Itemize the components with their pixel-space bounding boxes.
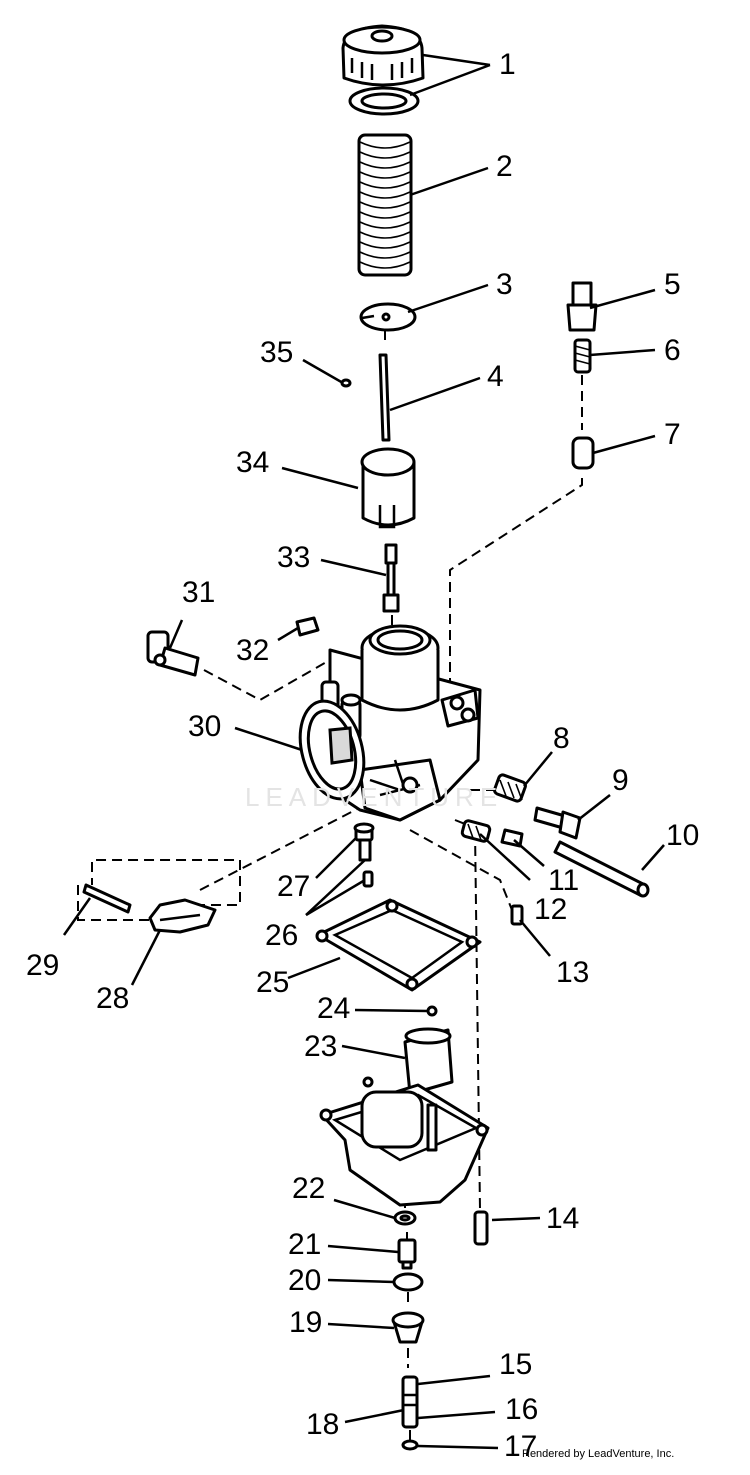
part-19-drain-plug	[391, 1311, 425, 1344]
assembly-centerlines	[77, 320, 584, 1440]
part-24-pin	[426, 1005, 438, 1017]
callout-31: 31	[182, 576, 216, 609]
callout-5: 5	[664, 268, 681, 301]
part-5-fitting	[566, 281, 598, 332]
part-20-washer	[392, 1272, 424, 1292]
part-14-screw	[473, 1210, 489, 1246]
callout-9: 9	[612, 764, 629, 797]
part-13-screw	[510, 904, 524, 926]
callout-28: 28	[96, 982, 130, 1015]
callout-3: 3	[496, 268, 513, 301]
part-10-tube	[553, 840, 650, 898]
part-29-tube	[82, 883, 132, 914]
callout-11: 11	[548, 864, 580, 897]
callout-1: 1	[499, 48, 516, 81]
part-7-plunger	[571, 436, 595, 470]
part-30-intake-bore	[298, 699, 366, 801]
callout-4: 4	[487, 360, 504, 393]
part-26-jet-set	[362, 870, 374, 888]
part-35-clip	[340, 378, 352, 388]
callout-10: 10	[666, 819, 700, 852]
callout-14: 14	[546, 1202, 580, 1235]
carburetor-body	[320, 624, 482, 822]
watermark: LEADVENTURE	[245, 782, 504, 812]
callout-26: 26	[265, 919, 299, 952]
callout-15: 15	[499, 1348, 533, 1381]
leader-lines	[62, 53, 665, 1450]
callout-13: 13	[556, 956, 590, 989]
part-33-needle-jet	[382, 543, 400, 613]
callout-2: 2	[496, 150, 513, 183]
part-2-spring	[357, 133, 413, 277]
callout-35: 35	[260, 336, 294, 369]
part-3-retainer-plate	[359, 302, 417, 332]
part-25-gasket	[315, 898, 482, 992]
part-21-main-jet	[397, 1238, 417, 1270]
callout-30: 30	[188, 710, 222, 743]
part-8-spring	[493, 773, 527, 803]
part-17-washer	[401, 1439, 419, 1451]
callout-16: 16	[505, 1393, 539, 1426]
part-31-choke-plunger	[146, 630, 200, 677]
callout-18: 18	[306, 1408, 340, 1441]
callout-25: 25	[256, 966, 290, 999]
callout-34: 34	[236, 446, 270, 479]
part-9-screw	[533, 806, 582, 840]
part-6-spring	[573, 338, 592, 374]
callout-24: 24	[317, 992, 351, 1025]
part-4-jet-needle	[378, 353, 391, 442]
callout-17: 17	[504, 1430, 538, 1463]
part-32-plug	[295, 616, 320, 637]
float-bowl	[319, 1076, 490, 1207]
callout-19: 19	[289, 1306, 323, 1339]
part-27-pilot-jet	[353, 822, 375, 862]
callout-20: 20	[288, 1264, 322, 1297]
callout-32: 32	[236, 634, 270, 667]
callout-12: 12	[534, 893, 568, 926]
part-1-top-cap	[341, 24, 425, 116]
part-28-vent-tube	[148, 898, 217, 934]
callout-7: 7	[664, 418, 681, 451]
part-23-float	[403, 1027, 454, 1096]
callout-6: 6	[664, 334, 681, 367]
callout-29: 29	[26, 949, 60, 982]
callout-27: 27	[277, 870, 311, 903]
callout-33: 33	[277, 541, 311, 574]
callout-22: 22	[292, 1172, 326, 1205]
callout-23: 23	[304, 1030, 338, 1063]
part-15-pilot-screw	[401, 1375, 419, 1429]
callout-8: 8	[553, 722, 570, 755]
part-34-throttle-slide	[360, 447, 416, 529]
part-22-washer	[393, 1210, 417, 1226]
render-credit: Rendered by LeadVenture, Inc.	[522, 1448, 675, 1460]
callout-21: 21	[288, 1228, 322, 1261]
